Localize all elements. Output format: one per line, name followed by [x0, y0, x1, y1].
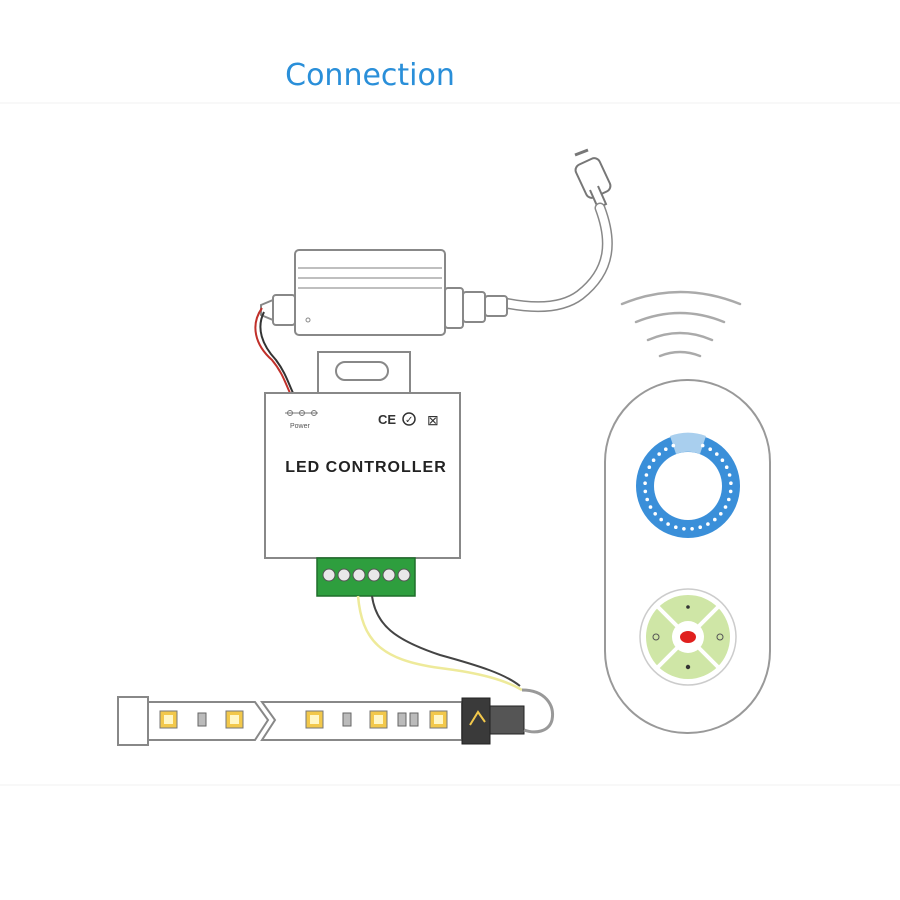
ring-dot — [671, 443, 676, 448]
power-jack-icon — [285, 410, 318, 416]
wireless-signal-icon — [620, 290, 742, 358]
ring-dot — [723, 505, 728, 509]
power-label: Power — [290, 423, 311, 430]
ring-dot — [727, 473, 732, 477]
wire-black — [259, 311, 294, 394]
ring-dot — [664, 447, 668, 452]
keypad — [639, 588, 737, 686]
ring-dot — [700, 443, 705, 448]
ring-dot — [690, 527, 694, 531]
ring-dot — [666, 522, 670, 526]
ring-dot — [708, 447, 712, 452]
ring-dot — [644, 473, 649, 477]
ce-mark-icon: CE — [378, 412, 396, 427]
wire-red — [254, 307, 291, 394]
ring-dot — [715, 452, 719, 456]
center-button — [680, 631, 696, 643]
weee-bin-icon: ⊠ — [427, 412, 439, 428]
remote-control — [604, 379, 771, 734]
ring-dot — [719, 512, 723, 516]
ring-dot — [647, 465, 652, 470]
ring-dot — [682, 527, 686, 531]
terminal-block — [316, 557, 416, 597]
ring-dot — [643, 489, 648, 494]
ring-dot — [720, 458, 725, 463]
ring-dot — [698, 525, 702, 529]
wire-dark — [371, 595, 521, 687]
diagram-title: Connection — [285, 58, 455, 93]
ring-dot — [657, 452, 661, 456]
controller-label: LED CONTROLLER — [285, 459, 447, 476]
ring-dot — [643, 481, 647, 486]
ring-dot — [674, 525, 678, 529]
power-cable — [499, 202, 613, 313]
touch-dimmer-ring — [636, 432, 740, 538]
led-strip — [117, 696, 525, 746]
ring-dot — [727, 497, 731, 502]
power-adapter — [260, 249, 508, 336]
ring-dot — [713, 517, 717, 522]
ring-dot — [659, 517, 663, 522]
led-controller: Power CE ✓ ⊠ LED CONTROLLER — [264, 351, 461, 597]
ring-dot — [728, 489, 733, 494]
ring-dot — [653, 512, 657, 516]
ring-dot — [724, 465, 729, 470]
check-mark-icon: ✓ — [405, 415, 413, 426]
ring-dot — [645, 497, 649, 502]
ring-dot — [729, 481, 733, 486]
plug-icon — [574, 148, 612, 210]
ring-dot — [648, 505, 653, 509]
ring-dot — [706, 522, 710, 526]
wire-yellow — [356, 595, 523, 692]
ring-dot — [651, 458, 656, 463]
